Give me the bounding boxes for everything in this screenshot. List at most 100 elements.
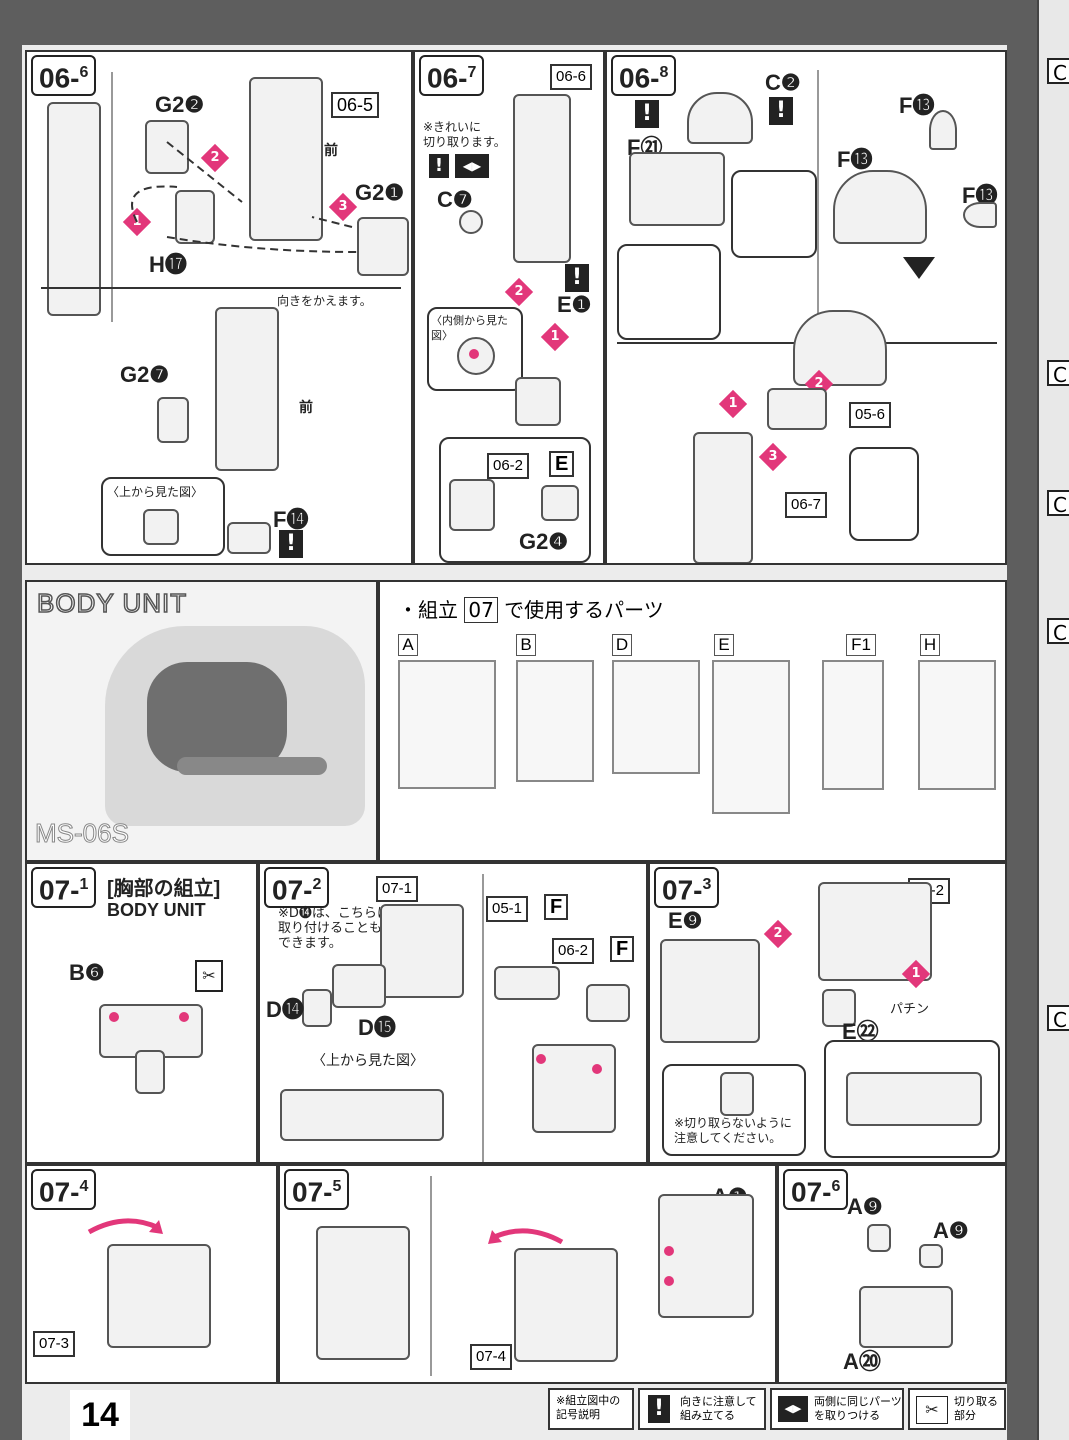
step-number: 06-8 [611, 55, 677, 97]
adjacent-step-tab: C [1047, 58, 1069, 85]
runner-f1 [822, 660, 884, 790]
foot-part [515, 377, 561, 426]
clean-cut-note: ※きれいに 切り取ります。 [423, 120, 506, 149]
part-label-g2-4: G2❹ [519, 529, 569, 554]
step-title: [胸部の組立] [107, 878, 221, 900]
part-label-f13: F⓭ [837, 147, 873, 172]
shield-cap [687, 92, 753, 144]
part-label-f13: F⓭ [899, 93, 935, 118]
ref-07-4: 07-4 [470, 1344, 513, 1370]
detail-bubble: 06-2 E G2❹ [439, 437, 591, 563]
adjacent-step-tab: C [1047, 360, 1069, 387]
parts-list-heading: ・組立 07 で使用するパーツ [398, 597, 664, 623]
step-number: 07-3 [654, 867, 720, 909]
leg-reference-figure [47, 102, 101, 316]
both-sides-icon: ◀▶ [778, 1396, 808, 1422]
step-06-7-panel: 06-7 06-6 ※きれいに 切り取ります。 ! ◀▶ C❼ 〈内側から見た図… [413, 50, 605, 565]
rotate-arrow-icon [488, 1228, 564, 1245]
runner-e [712, 660, 790, 814]
arm-joint-left [494, 966, 560, 1000]
step-number: 06-7 [419, 55, 485, 97]
runner-label-h: H [920, 634, 940, 656]
runner-a [398, 660, 496, 789]
step-number: 07-6 [783, 1169, 849, 1211]
direction-warning-icon: ! [565, 264, 589, 292]
part-label-a9: A❾ [847, 1194, 883, 1219]
part-label-f14: F⓮ [273, 507, 309, 532]
detail-bubble [617, 244, 721, 340]
assembly-arrows [131, 141, 358, 253]
adjacent-step-tab: C [1047, 618, 1069, 645]
parts-list-panel: ・組立 07 で使用するパーツ A B D E F1 H [378, 580, 1007, 862]
joint-part [767, 388, 827, 430]
part-g2-1 [357, 217, 409, 276]
direction-warning-icon: ! [648, 1395, 670, 1423]
ref-06-7: 06-7 [785, 492, 828, 518]
body-unit-title: BODY UNIT [36, 587, 188, 619]
step-06-8-panel: 06-8 ! F㉑ C❷ ! F⓭ F⓭ F⓭ 2 1 05-6 3 06-7 [605, 50, 1007, 565]
part-label-h17: H⓱ [149, 252, 187, 277]
body-unit-image: BODY UNIT MS-06S [25, 580, 378, 862]
alt-attach-note: ※D⓮は、こちらに 取り付けることも できます。 [278, 906, 390, 951]
leg-assembly [693, 432, 753, 563]
part-label-c7: C❼ [437, 187, 473, 212]
step-06-6-panel: 06-6 06-5 G2❷ G2❶ H⓱ 前 1 2 3 向きをかえます。 G2… [25, 50, 413, 565]
chest-assembly [514, 1248, 618, 1362]
step-07-6-panel: 07-6 A❾ A❾ A⑳ [777, 1164, 1007, 1384]
turn-note: 向きをかえます。 [277, 294, 372, 308]
spike-part [929, 110, 957, 150]
leg-frame-part [249, 77, 323, 241]
part-a9 [919, 1244, 943, 1268]
runner-label-f1: F1 [846, 634, 876, 656]
step-07-3-panel: 07-3 07-2 E❾ 2 1 E㉒ パチン ※切り取らないように 注意してく… [648, 862, 1007, 1164]
step-number: 07-5 [284, 1169, 350, 1211]
part-f21 [629, 152, 725, 226]
rotate-arrow-icon [87, 1218, 163, 1235]
part-label-d14: D⓮ [266, 997, 304, 1022]
direction-warning-icon: ! [635, 100, 659, 128]
runner-label-d: D [612, 634, 632, 656]
caution-bubble: ※切り取らないように 注意してください。 [662, 1064, 806, 1156]
step-number: 07-4 [31, 1169, 97, 1211]
step-number: 06-6 [31, 55, 97, 97]
part-label-c2: C❷ [765, 70, 801, 95]
back-view-figure [316, 1226, 410, 1360]
chest-assembly [818, 882, 932, 981]
direction-warning-icon: ! [769, 97, 793, 125]
runner-e-label: E [549, 451, 575, 477]
both-sides-icon: ◀▶ [455, 154, 489, 178]
runner-f-label: F [544, 894, 569, 920]
direction-warning-icon: ! [429, 154, 449, 178]
adjacent-page-edge: C C C C C [1037, 0, 1069, 1440]
legend-item-direction: ! 向きに注意して 組み立てる [638, 1388, 766, 1430]
runner-f-label: F [610, 936, 635, 962]
ref-06-2: 06-2 [552, 938, 595, 964]
top-view-bubble: 〈上から見た図〉 [101, 477, 225, 556]
runner-h [918, 660, 996, 790]
arm-joint-right [586, 984, 630, 1022]
part-e9 [660, 939, 760, 1043]
ref-07-3: 07-3 [33, 1331, 76, 1357]
adjacent-step-tab: C [1047, 490, 1069, 517]
runner-d [612, 660, 700, 774]
part-label-e9: E❾ [668, 908, 703, 933]
top-view-figure [280, 1089, 444, 1141]
part-a20 [859, 1286, 953, 1348]
ref-06-6: 06-6 [550, 64, 593, 90]
inside-view-bubble: 〈内側から見た図〉 [427, 307, 523, 391]
detail-bubble [849, 447, 919, 541]
ref-06-2: 06-2 [487, 453, 530, 479]
part-label-e1: E❶ [557, 292, 592, 317]
runner-label-e: E [714, 634, 734, 656]
snap-note: パチン [890, 1002, 930, 1017]
model-text: MS-06S [35, 818, 130, 849]
page-number: 14 [70, 1390, 130, 1440]
legend-item-both-sides: ◀▶ 両側に同じパーツ を取りつける [770, 1388, 904, 1430]
runner-label-a: A [398, 634, 418, 656]
adjacent-step-tab: C [1047, 1005, 1069, 1032]
part-h17 [175, 190, 215, 244]
cut-icon: ✂ [916, 1396, 948, 1424]
down-arrow-icon [903, 257, 935, 279]
runner-b [516, 660, 594, 782]
step-07-2-panel: 07-2 07-1 ※D⓮は、こちらに 取り付けることも できます。 D⓮ D⓯… [258, 862, 648, 1164]
